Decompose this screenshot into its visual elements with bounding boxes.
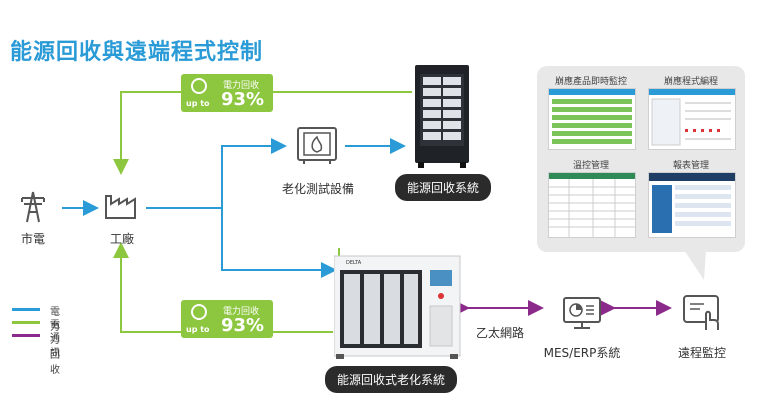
ethernet-label: 乙太網路 <box>475 326 524 340</box>
aging-test-label: 老化測試設備 <box>281 182 354 196</box>
screen-report-thumbnail <box>648 172 736 238</box>
delta-logo: DELTA <box>346 260 362 266</box>
recovery-aging-machine <box>334 248 461 359</box>
legend-swatch-comm <box>12 334 40 337</box>
aging-test-equipment-icon <box>297 127 337 164</box>
screen-monitor-thumbnail <box>548 88 636 150</box>
power-tower-icon <box>21 191 45 223</box>
recovery-aging-system-label: 能源回收式老化系統 <box>325 366 458 393</box>
recycle-icon <box>191 304 207 320</box>
factory-icon <box>105 195 136 219</box>
recovery-badge-top: 電力回收 up to 93% <box>181 74 273 112</box>
mes-erp-label: MES/ERP系統 <box>543 346 621 360</box>
legend-label-recovery: 電力回收 <box>50 320 60 376</box>
monitor-chart-icon <box>563 297 601 329</box>
power-line-factory-split <box>146 138 287 209</box>
screen-temp-thumbnail <box>548 172 636 238</box>
recovery-badge-bottom: 電力回收 up to 93% <box>181 300 273 338</box>
screen-program-thumbnail <box>648 88 736 150</box>
screen-title-program: 崩應程式編程 <box>663 77 718 87</box>
bubble-tail <box>684 250 706 280</box>
screen-title-temp: 溫控管理 <box>572 161 609 171</box>
legend-swatch-recovery <box>12 321 40 324</box>
energy-recovery-system-label: 能源回收系統 <box>395 174 492 201</box>
recovery-line-top <box>113 91 412 175</box>
grid-label: 市電 <box>20 232 45 246</box>
legend-swatch-power <box>12 308 40 311</box>
legend-label-power: 電力 <box>50 307 60 333</box>
remote-monitoring-label: 遠程監控 <box>677 346 726 360</box>
recycle-icon <box>191 78 207 94</box>
page-title: 能源回收與遠端程式控制 <box>10 40 264 65</box>
factory-label: 工廠 <box>109 232 134 246</box>
screen-title-report: 報表管理 <box>672 161 709 171</box>
screen-title-monitor: 崩應產品即時監控 <box>554 77 627 87</box>
energy-recovery-cabinet <box>415 65 469 168</box>
power-line-factory-down <box>221 208 337 278</box>
tablet-touch-icon <box>683 295 719 330</box>
legend-label-comm: 通訊 <box>50 333 60 359</box>
